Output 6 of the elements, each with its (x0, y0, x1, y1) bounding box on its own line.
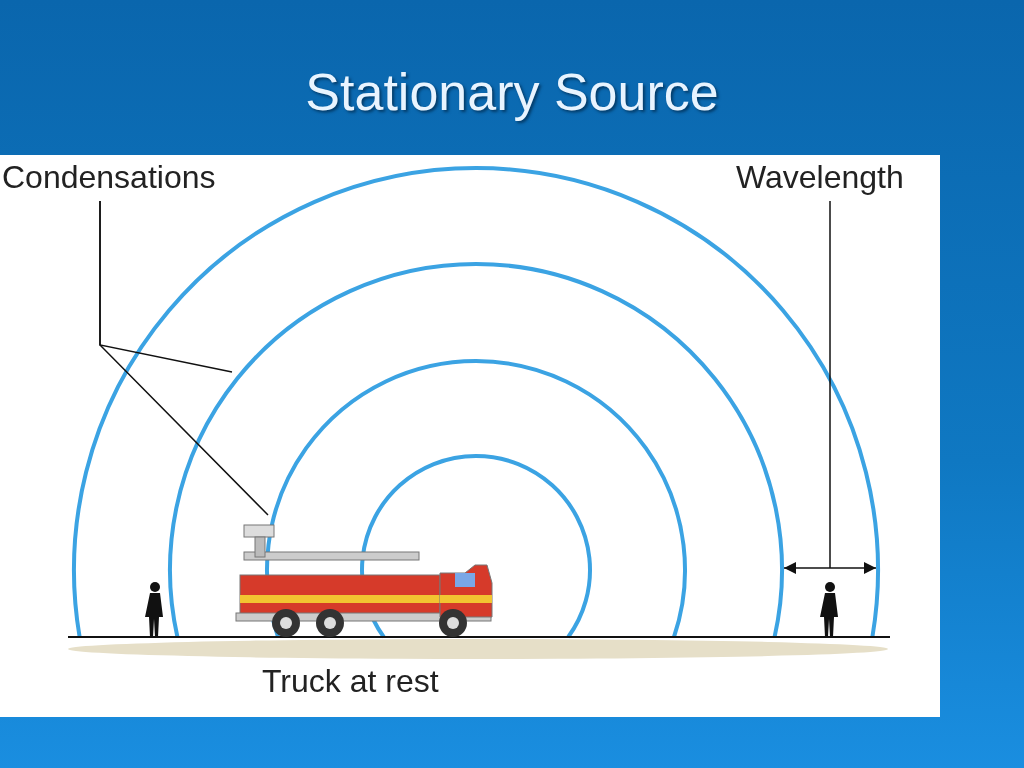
caption: Truck at rest (262, 663, 439, 700)
leader-line (99, 200, 269, 516)
slide-title: Stationary Source (304, 62, 720, 122)
leader-line (829, 200, 831, 569)
callout-label: Condensations (2, 157, 216, 197)
callout-label: Wavelength (736, 157, 904, 197)
